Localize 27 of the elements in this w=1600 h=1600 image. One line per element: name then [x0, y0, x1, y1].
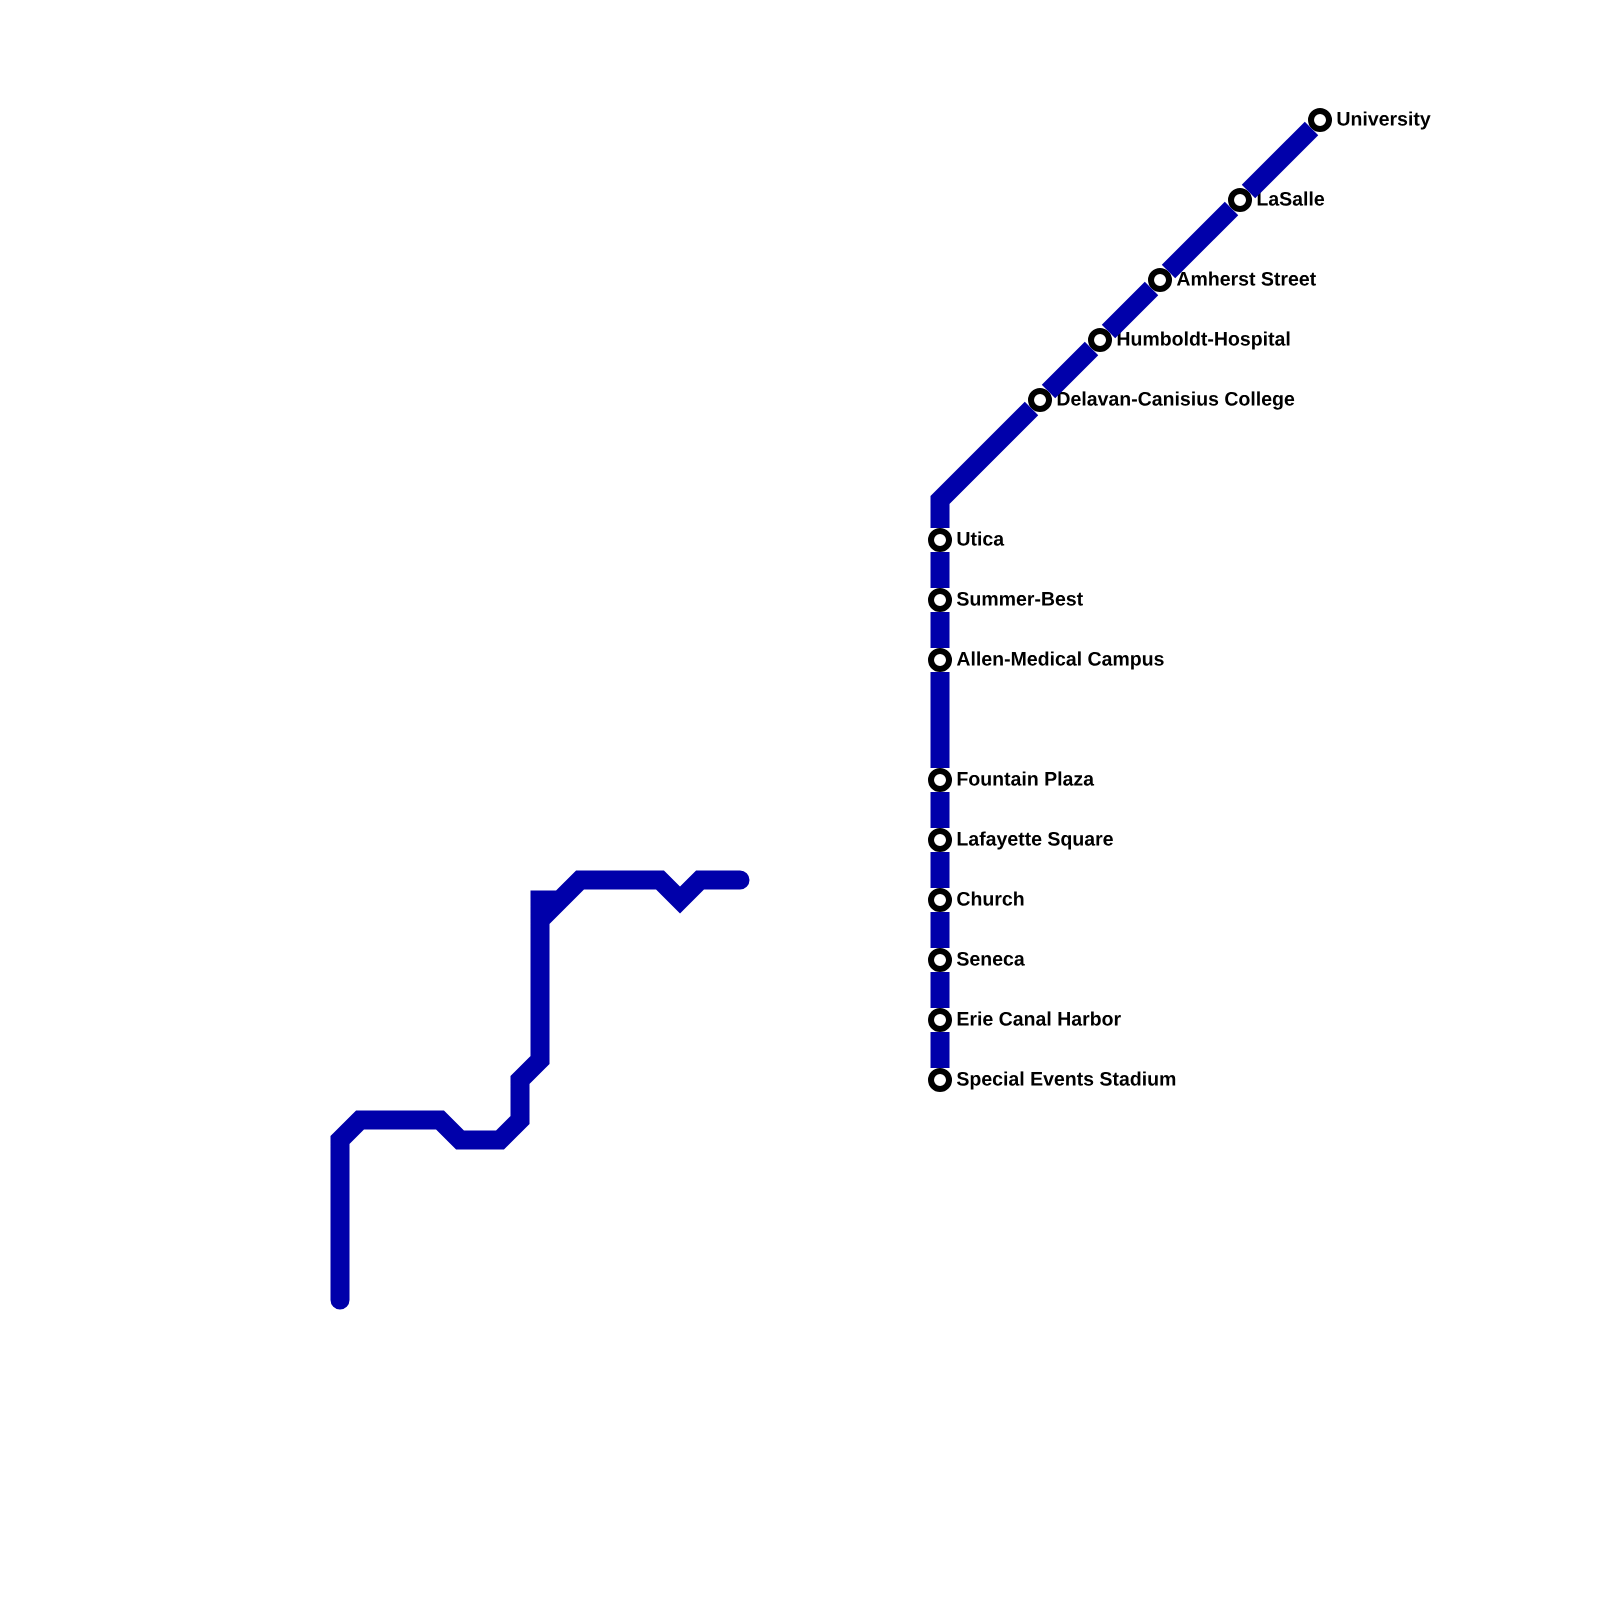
station-label: Summer-Best [956, 591, 1083, 606]
station-label: Allen-Medical Campus [956, 651, 1164, 670]
station-label: Delavan-Canisius College [1057, 391, 1295, 410]
rail-line [930, 552, 950, 588]
station-label: Humboldt-Hospital [1117, 331, 1290, 350]
rail-line [930, 912, 950, 948]
station-label: Church [957, 891, 1024, 906]
rail-line [930, 972, 950, 1008]
station-label: Special Events Stadium [956, 1071, 1176, 1090]
rail-line [1101, 281, 1159, 339]
rail-line [930, 612, 950, 648]
station-label: University [1337, 111, 1431, 130]
station-label: Fountain Plaza [957, 771, 1095, 786]
rail-line [1161, 201, 1239, 279]
station-label: Erie Canal Harbor [957, 1011, 1121, 1026]
rail-line [930, 672, 950, 768]
rail-line [930, 852, 950, 888]
rail-line [930, 401, 1039, 528]
rail-line [930, 792, 950, 828]
rail-line [1241, 121, 1319, 199]
station-label: LaSalle [1257, 191, 1325, 206]
station-label: Lafayette Square [957, 831, 1113, 850]
station-label: Amherst Street [1176, 271, 1316, 286]
rail-line [1041, 341, 1099, 399]
rail-line [930, 1032, 950, 1068]
station-label: Utica [957, 531, 1005, 546]
station-label: Seneca [956, 951, 1025, 966]
